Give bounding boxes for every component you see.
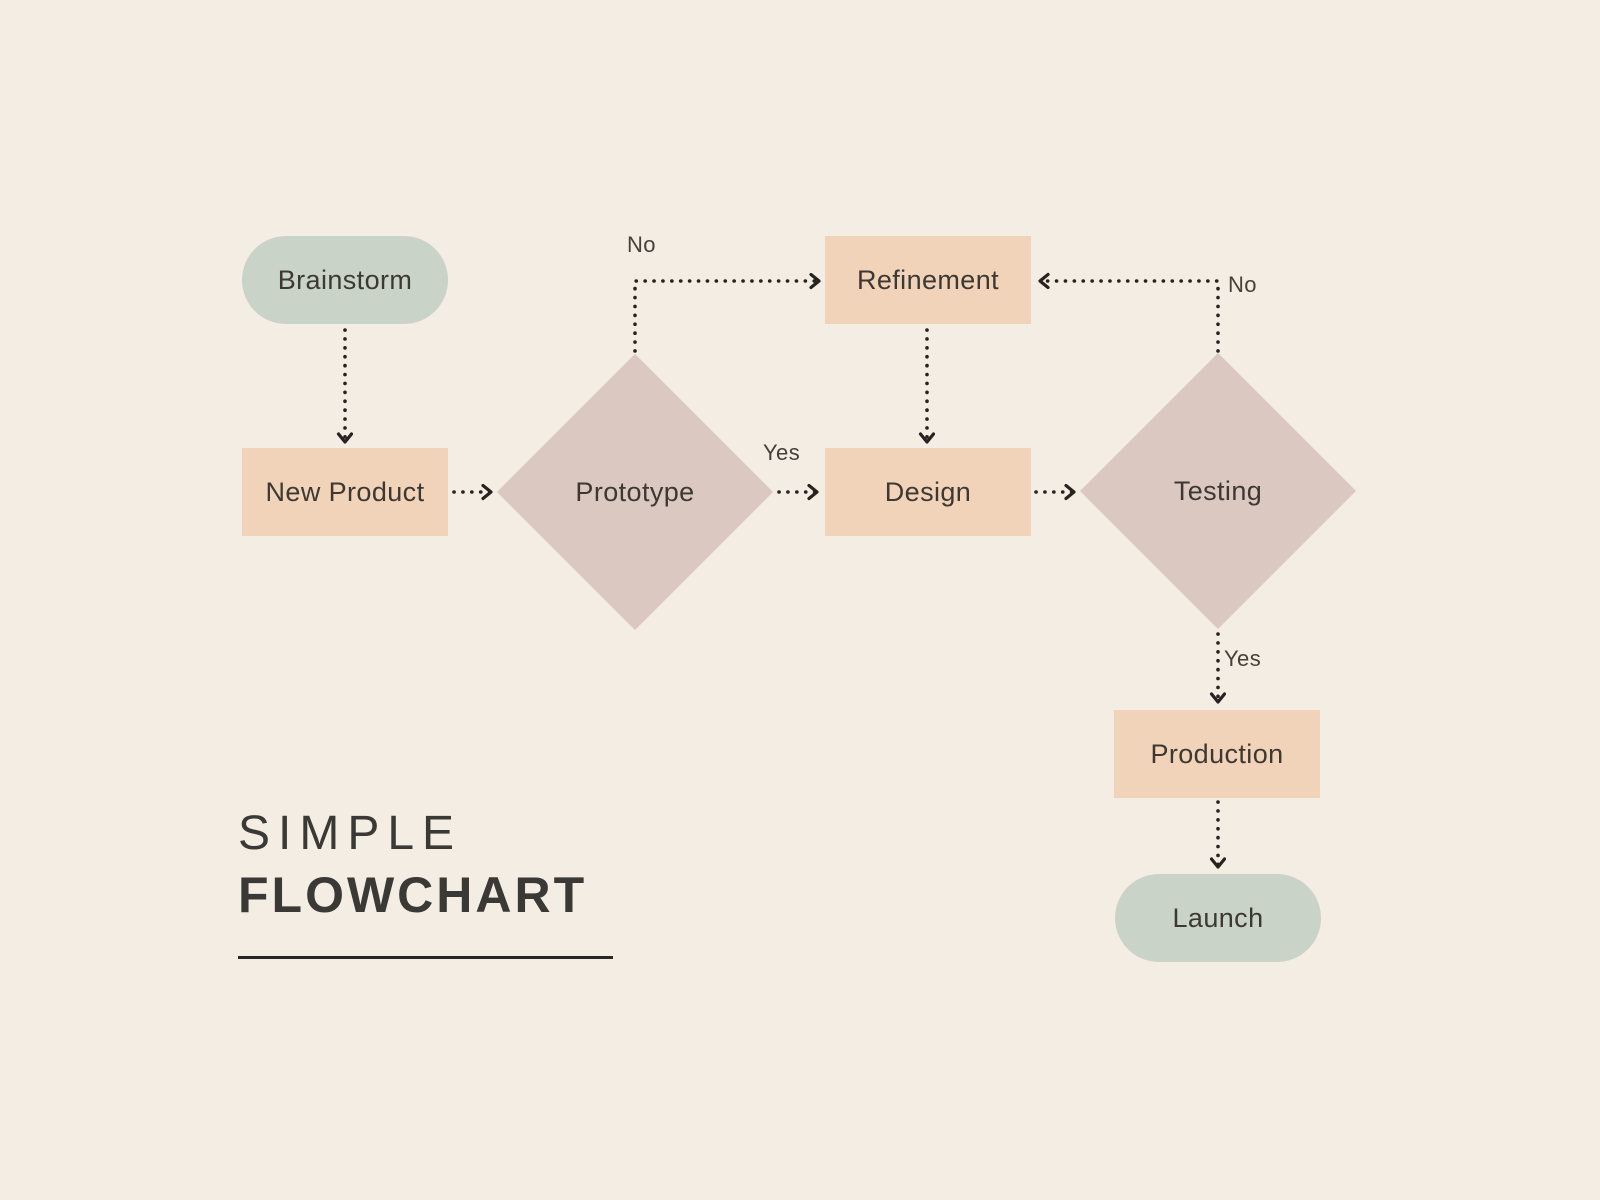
title-block: SIMPLE FLOWCHART bbox=[238, 804, 613, 959]
node-new-product: New Product bbox=[242, 448, 448, 536]
node-refinement: Refinement bbox=[825, 236, 1031, 324]
edge-testing-to-refinement-no bbox=[1038, 281, 1220, 353]
edge-label-testing-no: No bbox=[1228, 272, 1257, 297]
edge-label-prototype-yes: Yes bbox=[763, 440, 801, 465]
title-line-simple: SIMPLE bbox=[238, 807, 463, 860]
title-underline bbox=[238, 956, 613, 959]
node-production: Production bbox=[1114, 710, 1320, 798]
edge-prototype-to-refinement-no bbox=[633, 281, 821, 353]
node-design: Design bbox=[825, 448, 1031, 536]
edge-label-prototype-no: No bbox=[627, 232, 656, 257]
node-brainstorm: Brainstorm bbox=[242, 236, 448, 324]
title-line-flowchart: FLOWCHART bbox=[238, 867, 588, 923]
node-launch: Launch bbox=[1115, 874, 1321, 962]
edge-label-testing-yes: Yes bbox=[1224, 646, 1262, 671]
